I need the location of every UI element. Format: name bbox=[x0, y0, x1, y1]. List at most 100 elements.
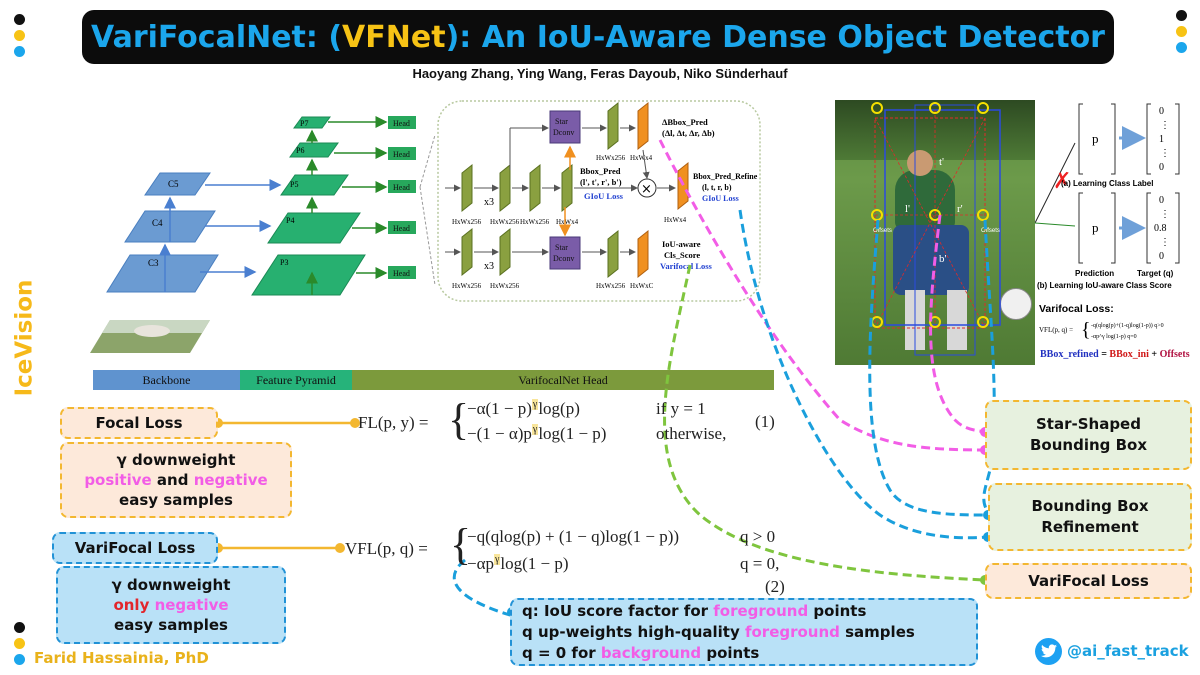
positive-word: positive bbox=[84, 471, 152, 489]
star-dconv-top-l2: Dconv bbox=[553, 128, 574, 137]
fl-gamma-2: γ bbox=[531, 424, 539, 435]
head-detail-panel bbox=[437, 100, 761, 302]
fl-line2: −(1 − α)pγlog(1 − p) bbox=[467, 424, 606, 444]
dim-top-1: HxWx256 bbox=[452, 218, 482, 226]
star-dconv-top-l1: Star bbox=[555, 117, 568, 126]
multiply-node bbox=[637, 178, 657, 198]
multiply-symbol: × bbox=[641, 182, 652, 197]
dim-top-2: HxWx256 bbox=[490, 218, 520, 226]
star-dconv-bottom bbox=[549, 236, 581, 270]
vt2: 1 bbox=[1159, 134, 1164, 145]
target-label: Target (q) bbox=[1137, 269, 1174, 278]
curve-pink-2 bbox=[929, 214, 986, 434]
dim-bot-2: HxWx256 bbox=[490, 282, 520, 290]
pt-l: l' bbox=[905, 203, 910, 215]
refine-label: Bbox_Pred_Refine bbox=[693, 172, 758, 181]
q-line-3: q = 0 for background points bbox=[522, 643, 759, 664]
q1a: q: IoU score factor for bbox=[522, 601, 714, 620]
q1b: foreground bbox=[713, 601, 809, 620]
giou-loss-2: GIoU Loss bbox=[702, 194, 739, 203]
q2b: foreground bbox=[744, 622, 840, 641]
vfl-title-small: Varifocal Loss: bbox=[1039, 303, 1114, 315]
vt0: 0 bbox=[1159, 106, 1164, 117]
dot-blue-tr bbox=[1176, 42, 1187, 53]
pos-neg-line: positive and negative bbox=[84, 470, 267, 490]
arrow-delta-mult bbox=[642, 149, 650, 179]
prediction-label: Prediction bbox=[1075, 269, 1114, 278]
bbox-pred-sub: (l', t', r', b') bbox=[580, 177, 622, 187]
pt-t: t' bbox=[939, 156, 944, 168]
dot-black-bottom bbox=[14, 622, 25, 633]
bbox-refined-term: BBox_refined bbox=[1040, 349, 1099, 360]
delta-bbox-block bbox=[637, 101, 649, 151]
vfl-cond1: q > 0 bbox=[740, 527, 776, 546]
label-c5: C5 bbox=[168, 179, 179, 189]
star-shaped-label: Star-Shaped Bounding Box bbox=[1029, 415, 1148, 454]
fl-lhs: FL(p, y) = bbox=[358, 413, 429, 432]
gamma-vfl: γ downweight bbox=[111, 576, 231, 594]
cross-mark: ✗ bbox=[1053, 169, 1071, 194]
negative-word-2: negative bbox=[154, 596, 229, 614]
band-backbone: Backbone bbox=[93, 370, 240, 390]
author-name: Farid Hassainia, PhD bbox=[34, 649, 209, 667]
varifocal-loss-small: Varifocal Loss bbox=[660, 261, 713, 271]
dot-yellow-tr bbox=[1176, 26, 1187, 37]
learning-iou-label: (b) Learning IoU-aware Class Score bbox=[1037, 281, 1172, 290]
dot-yellow-bottom bbox=[14, 638, 25, 649]
detail-connector-top bbox=[419, 134, 436, 188]
pyramid-p4 bbox=[267, 212, 361, 244]
plus-sign: + bbox=[1148, 349, 1160, 360]
title-highlight: VFNet bbox=[342, 19, 446, 55]
dot-blue-top bbox=[14, 46, 25, 57]
offsets-left: Offsets bbox=[873, 228, 892, 234]
diag-2 bbox=[874, 117, 986, 329]
q2c: samples bbox=[839, 622, 915, 641]
pyramid-p6 bbox=[289, 142, 339, 158]
bottom-branch-convs bbox=[461, 227, 619, 279]
twitter-handle[interactable]: @ai_fast_track bbox=[1035, 636, 1193, 666]
label-c3: C3 bbox=[148, 258, 159, 268]
vfl-lhs: VFL(p, q) = bbox=[345, 539, 428, 558]
authors: Haoyang Zhang, Ying Wang, Feras Dayoub, … bbox=[412, 66, 788, 81]
vfl-cond2: q = 0, bbox=[740, 554, 780, 573]
line-to-vec-top bbox=[1035, 142, 1076, 224]
vfl-brace: { bbox=[450, 520, 472, 569]
star-dconv-top bbox=[549, 110, 581, 144]
label-vectors-figure: ✗ p 0 ⋮ 1 ⋮ 0 (a) Learning Class Label p… bbox=[1035, 103, 1180, 341]
vfl-number: (2) bbox=[765, 577, 785, 596]
vb0: 0 bbox=[1159, 195, 1164, 206]
vb4: 0 bbox=[1159, 251, 1164, 262]
backbone-c5 bbox=[144, 172, 211, 196]
focal-gamma-box: γ downweight positive and negative easy … bbox=[60, 442, 292, 518]
vt1: ⋮ bbox=[1160, 120, 1170, 131]
p-bot: p bbox=[1092, 220, 1099, 235]
bbox-ini bbox=[884, 109, 1001, 326]
vb3: ⋮ bbox=[1160, 237, 1170, 248]
dim-bot-3: HxWx256 bbox=[596, 282, 626, 290]
focal-loss-box: Focal Loss bbox=[60, 407, 218, 439]
p-top: p bbox=[1092, 131, 1099, 146]
vfl-gamma: γ bbox=[494, 554, 501, 565]
fl-cond1: if y = 1 bbox=[656, 399, 706, 418]
dim-top-3: HxWx256 bbox=[520, 218, 550, 226]
label-p6: P6 bbox=[296, 146, 304, 155]
vt3: ⋮ bbox=[1160, 148, 1170, 159]
q3a: q bbox=[522, 643, 533, 662]
bbox-pred-label: Bbox_Pred bbox=[580, 166, 621, 176]
head-label-3: Head bbox=[393, 183, 410, 192]
head-label-2: Head bbox=[393, 150, 410, 159]
star-shaped-box: Star-Shaped Bounding Box bbox=[985, 400, 1192, 470]
title-part2: ): An IoU-Aware Dense Object Detector bbox=[445, 19, 1105, 55]
dot-blue-bottom bbox=[14, 654, 25, 665]
bracket-target-bot bbox=[1146, 192, 1180, 264]
pt-r: r' bbox=[957, 203, 963, 215]
curve-blue-1 bbox=[738, 209, 989, 540]
label-c4: C4 bbox=[152, 218, 163, 228]
only-neg-line: only negative bbox=[113, 595, 228, 615]
pyramid-p7 bbox=[293, 116, 331, 129]
fl-1b: log(p) bbox=[538, 399, 580, 418]
dim-bot-1: HxWx256 bbox=[452, 282, 482, 290]
star-dconv-bot-l1: Star bbox=[555, 243, 568, 252]
dot-black-top bbox=[14, 14, 25, 25]
